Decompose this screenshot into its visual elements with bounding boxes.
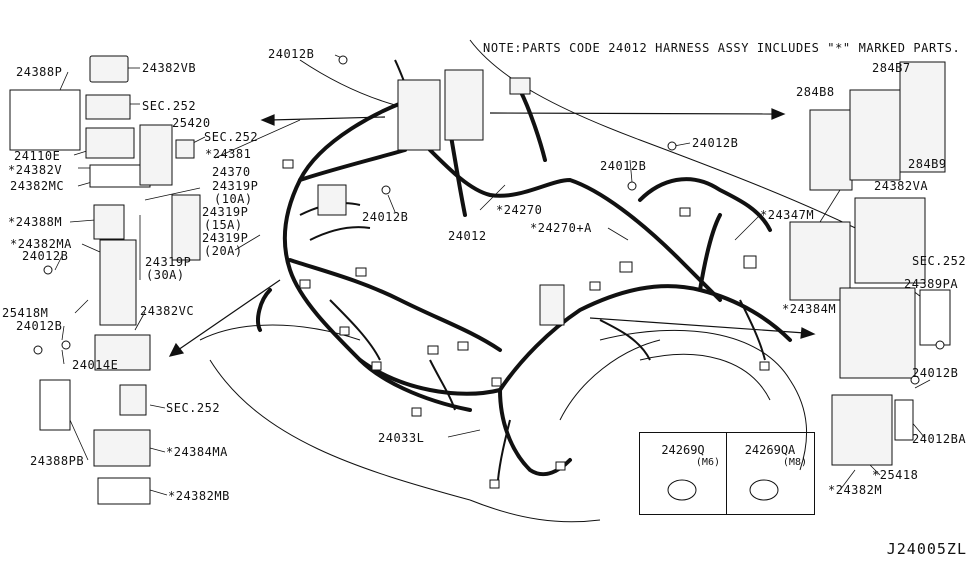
label-24012b: 24012B — [16, 319, 63, 333]
components — [9, 55, 951, 505]
label-24012b: 24012B — [600, 159, 647, 173]
label-24110e: 24110E — [14, 149, 61, 163]
label-24033l: 24033L — [378, 431, 425, 445]
label-24382va: 24382VA — [874, 179, 929, 193]
label-24347m: *24347M — [760, 208, 815, 222]
front-outline — [209, 359, 471, 501]
main-harness — [256, 88, 792, 477]
hood-outline — [299, 59, 396, 106]
label-24388pb: 24388PB — [30, 454, 85, 468]
label-24014e: 24014E — [72, 358, 119, 372]
label-24012ba: 24012BA — [912, 432, 967, 446]
label-24012b: 24012B — [268, 47, 315, 61]
fender-outline — [469, 39, 881, 241]
label-24382v: *24382V — [8, 163, 63, 177]
label-24319p-15a: 24319P — [202, 205, 249, 219]
label-sec252: SEC.252 — [912, 254, 967, 268]
grommet-size: (M6) — [695, 457, 720, 468]
connectors — [282, 159, 770, 489]
grommet-part-number: 24269QA — [744, 443, 796, 457]
label-sec252: SEC.252 — [204, 130, 259, 144]
label-24381: *24381 — [205, 147, 252, 161]
label-sec252: SEC.252 — [142, 99, 197, 113]
label-24012b: 24012B — [912, 366, 959, 380]
label-24270-a: *24270+A — [530, 221, 592, 235]
label-24012b: 24012B — [362, 210, 409, 224]
label-24382vb: 24382VB — [142, 61, 197, 75]
leader-lines — [54, 54, 931, 496]
label-24384m: *24384M — [782, 302, 837, 316]
label-25418m: 25418M — [2, 306, 49, 320]
grommet-cell-m8: 24269QA (M8) — [727, 433, 813, 514]
label-25420: 25420 — [172, 116, 211, 130]
label-24012b: 24012B — [22, 249, 69, 263]
bolts — [33, 55, 945, 385]
label-24388m: *24388M — [8, 215, 63, 229]
label-24382mb: *24382MB — [168, 489, 230, 503]
label-24270: *24270 — [496, 203, 543, 217]
label-24382vc: 24382VC — [140, 304, 195, 318]
label-284b9: 284B9 — [908, 157, 947, 171]
wheel-arch — [599, 329, 808, 471]
label-24382mc: 24382MC — [10, 179, 65, 193]
label-24319p-20a: 24319P — [202, 231, 249, 245]
label-284b7: 284B7 — [872, 61, 911, 75]
label-24382m: *24382M — [828, 483, 883, 497]
label-10a: (10A) — [214, 192, 253, 206]
label-25418: *25418 — [872, 468, 919, 482]
grommet-inset: 24269Q (M6) 24269QA (M8) — [639, 432, 815, 515]
label-24370: 24370 — [212, 165, 251, 179]
label-24388p: 24388P — [16, 65, 63, 79]
label-24389pa: 24389PA — [904, 277, 959, 291]
label-30a: (30A) — [146, 268, 185, 282]
apron-outline — [199, 324, 361, 341]
grommet-icons — [667, 479, 779, 501]
label-20a: (20A) — [204, 244, 243, 258]
label-24319p-30a: 24319P — [145, 255, 192, 269]
label-284b8: 284B8 — [796, 85, 835, 99]
diagram-code: J24005ZL — [886, 540, 967, 558]
label-sec252: SEC.252 — [166, 401, 221, 415]
label-24319p-10a: 24319P — [212, 179, 259, 193]
grommet-part-number: 24269Q — [661, 443, 705, 457]
note-text: NOTE:PARTS CODE 24012 HARNESS ASSY INCLU… — [483, 41, 961, 55]
label-24012: 24012 — [448, 229, 487, 243]
label-24382ma: *24382MA — [10, 237, 72, 251]
grommet-size: (M8) — [782, 457, 807, 468]
grommet-cell-m6: 24269Q (M6) — [640, 433, 727, 514]
label-24012b: 24012B — [692, 136, 739, 150]
label-15a: (15A) — [204, 218, 243, 232]
label-24384ma: *24384MA — [166, 445, 228, 459]
